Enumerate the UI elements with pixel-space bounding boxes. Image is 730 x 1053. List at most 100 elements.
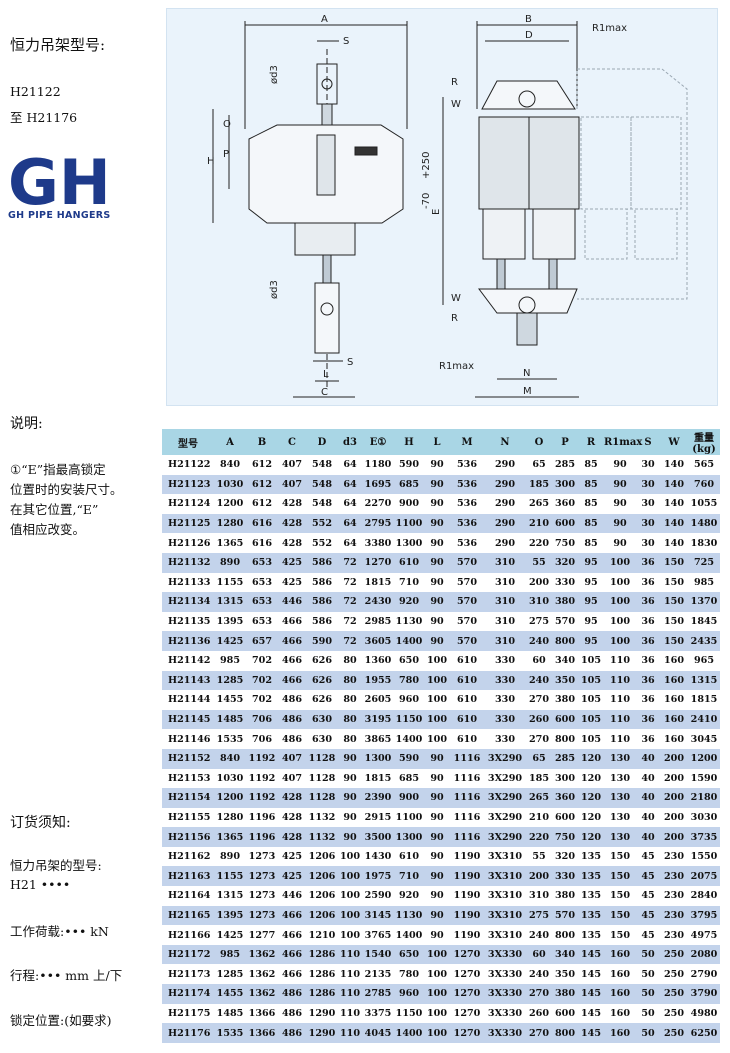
table-cell: 130 <box>604 788 636 808</box>
table-cell: 90 <box>424 474 450 495</box>
table-cell: 275 <box>526 611 552 632</box>
gh-logo: GH <box>8 146 158 225</box>
table-cell: 2785 <box>362 984 394 1004</box>
table-cell: 110 <box>604 709 636 730</box>
table-cell: 486 <box>278 729 306 749</box>
table-cell: 800 <box>552 925 578 945</box>
table-cell: 657 <box>246 631 278 651</box>
table-cell: 270 <box>526 690 552 710</box>
table-cell: 145 <box>578 984 604 1004</box>
column-header: R <box>578 429 604 455</box>
table-cell: 616 <box>246 513 278 534</box>
table-cell: H21126 <box>162 533 214 553</box>
table-cell: 340 <box>552 944 578 965</box>
table-cell: H21176 <box>162 1023 214 1043</box>
dim-label-h: H <box>207 156 215 167</box>
table-cell: 612 <box>246 455 278 475</box>
table-cell: 145 <box>578 944 604 965</box>
table-cell: 3X330 <box>484 1003 526 1024</box>
table-cell: 2080 <box>688 944 720 965</box>
table-cell: 1206 <box>306 846 338 867</box>
table-cell: 250 <box>660 944 688 965</box>
column-header: 型号 <box>162 429 214 455</box>
table-cell: 380 <box>552 592 578 612</box>
table-cell: 650 <box>394 944 424 965</box>
table-cell: 3795 <box>688 905 720 926</box>
table-cell: 55 <box>526 552 552 573</box>
table-cell: 1535 <box>214 729 246 749</box>
table-cell: 1190 <box>450 925 484 945</box>
table-cell: 120 <box>578 768 604 789</box>
table-cell: 85 <box>578 533 604 553</box>
table-cell: 150 <box>604 866 636 887</box>
table-cell: 120 <box>578 788 604 808</box>
table-cell: 840 <box>214 748 246 769</box>
table-cell: 90 <box>424 925 450 945</box>
table-cell: 548 <box>306 474 338 495</box>
table-cell: 650 <box>394 650 424 671</box>
table-cell: 2915 <box>362 807 394 828</box>
table-cell: 1155 <box>214 572 246 593</box>
dim-label-minus70: -70 <box>421 193 432 209</box>
table-cell: 466 <box>278 670 306 691</box>
table-cell: 706 <box>246 729 278 749</box>
table-cell: 220 <box>526 533 552 553</box>
table-cell: 1270 <box>450 984 484 1004</box>
table-cell: 240 <box>526 925 552 945</box>
table-cell: 425 <box>278 552 306 573</box>
table-cell: 590 <box>394 748 424 769</box>
table-cell: 320 <box>552 552 578 573</box>
table-cell: 1150 <box>394 1003 424 1024</box>
table-cell: 3605 <box>362 631 394 651</box>
table-cell: 1180 <box>362 455 394 475</box>
table-cell: 240 <box>526 631 552 651</box>
table-cell: 30 <box>636 494 660 514</box>
table-cell: 160 <box>604 1003 636 1024</box>
table-cell: 616 <box>246 533 278 553</box>
table-cell: 750 <box>552 827 578 847</box>
table-cell: 80 <box>338 729 362 749</box>
table-cell: 160 <box>604 1023 636 1043</box>
table-cell: 900 <box>394 788 424 808</box>
table-cell: 200 <box>660 748 688 769</box>
table-cell: 100 <box>424 984 450 1004</box>
table-cell: 3030 <box>688 807 720 828</box>
table-cell: 1132 <box>306 807 338 828</box>
table-cell: 64 <box>338 474 362 495</box>
table-cell: 1830 <box>688 533 720 553</box>
table-cell: 548 <box>306 494 338 514</box>
table-cell: 135 <box>578 905 604 926</box>
table-cell: 290 <box>484 513 526 534</box>
table-cell: 310 <box>526 592 552 612</box>
table-cell: 626 <box>306 650 338 671</box>
table-cell: 428 <box>278 807 306 828</box>
table-cell: 1190 <box>450 846 484 867</box>
table-cell: H21145 <box>162 709 214 730</box>
table-cell: 800 <box>552 729 578 749</box>
table-cell: 486 <box>278 690 306 710</box>
table-cell: 40 <box>636 748 660 769</box>
dim-label-a: A <box>321 14 328 25</box>
table-cell: 610 <box>450 690 484 710</box>
table-cell: 275 <box>526 905 552 926</box>
table-cell: 45 <box>636 886 660 906</box>
dim-label-s-top: S <box>343 36 349 47</box>
table-cell: 320 <box>552 846 578 867</box>
table-cell: 45 <box>636 866 660 887</box>
table-cell: 1425 <box>214 925 246 945</box>
table-cell: 612 <box>246 494 278 514</box>
table-cell: 55 <box>526 846 552 867</box>
table-cell: 1370 <box>688 592 720 612</box>
table-cell: 140 <box>660 494 688 514</box>
table-cell: H21136 <box>162 631 214 651</box>
table-cell: 350 <box>552 964 578 985</box>
table-cell: 586 <box>306 592 338 612</box>
column-header: D <box>306 429 338 455</box>
table-cell: 145 <box>578 1023 604 1043</box>
table-cell: 612 <box>246 474 278 495</box>
table-cell: 586 <box>306 572 338 593</box>
table-cell: 105 <box>578 670 604 691</box>
